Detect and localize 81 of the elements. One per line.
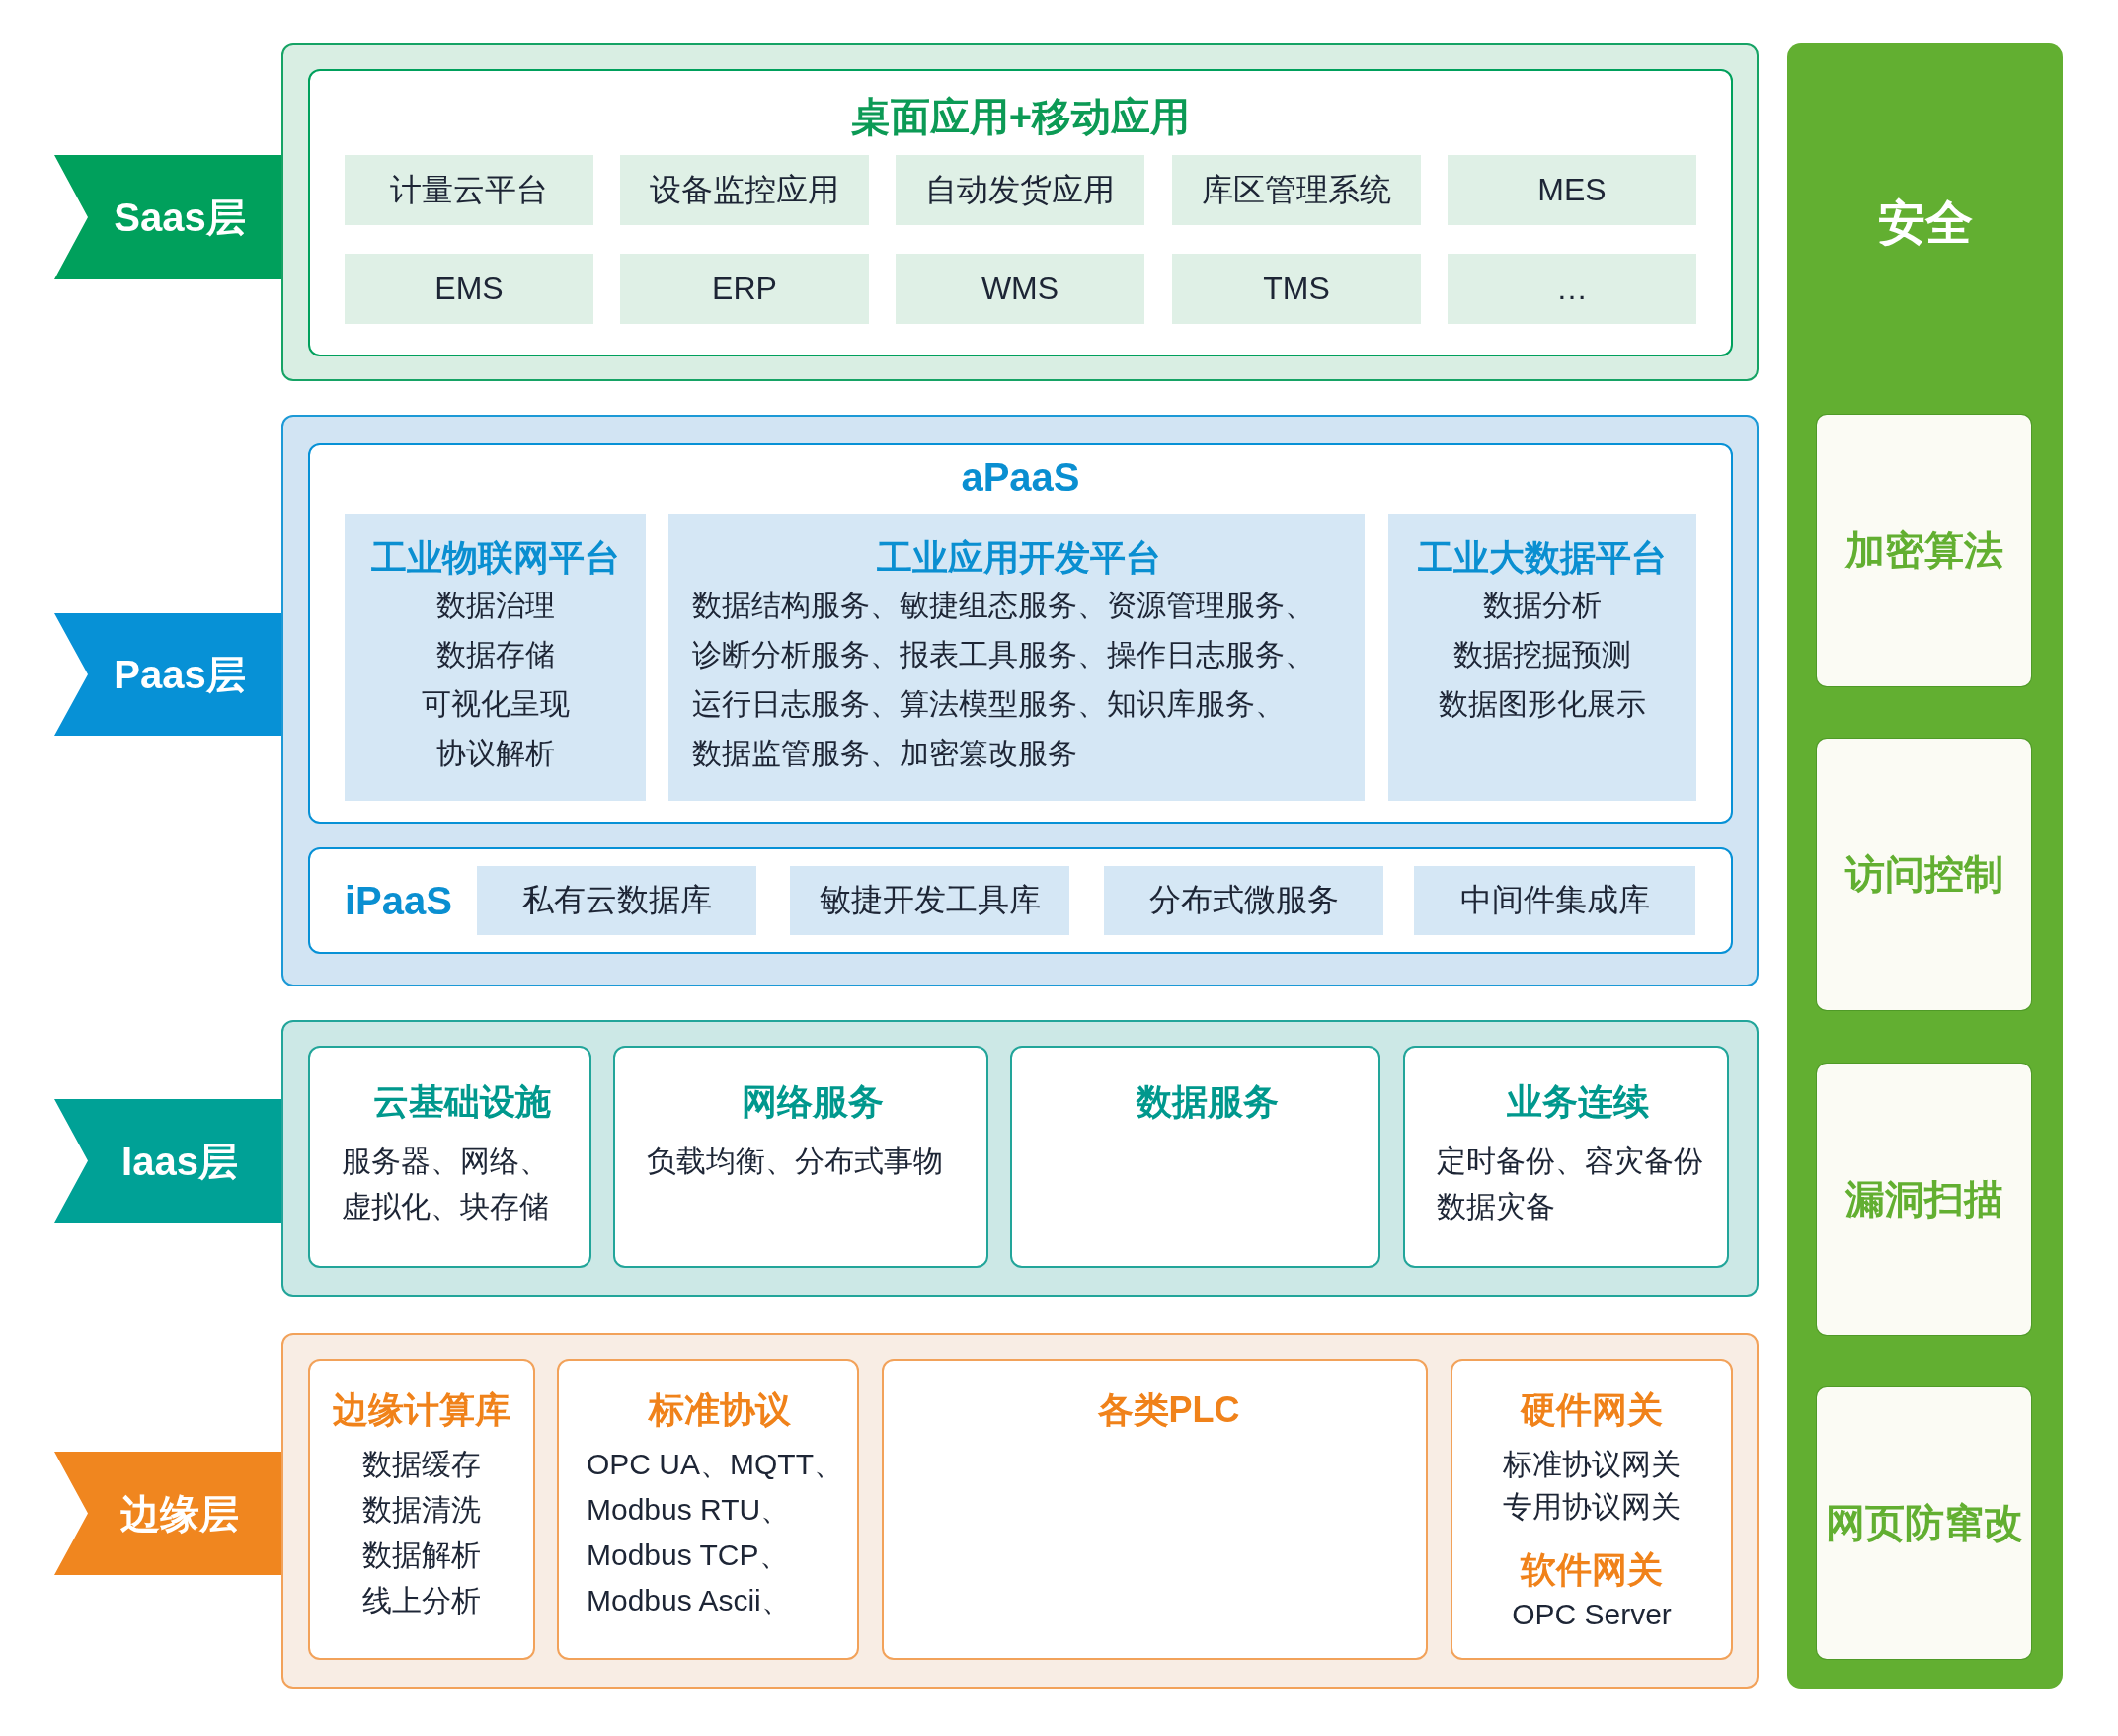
- service-card: [308, 1046, 591, 1268]
- card-text: 数据结构服务、敏捷组态服务、资源管理服务、诊断分析服务、报表工具服务、操作日志服务、运行日志服务、算法模型服务、知识库服务、数据监管服务、加密篡改服务: [692, 588, 1315, 771]
- card-text: 负载均衡、分布式事物: [647, 1144, 943, 1179]
- layer-ribbon: [54, 155, 281, 279]
- service-card: [1451, 1359, 1733, 1660]
- card-text: 标准协议网关: [1503, 1447, 1681, 1482]
- layer-ribbon: [54, 1452, 281, 1575]
- module-tile: 库区管理系统: [1172, 155, 1421, 225]
- content-panel: [308, 847, 1733, 954]
- module-tile: 计量云平台: [345, 155, 593, 225]
- card-text: 定时备份、容灾备份: [1437, 1144, 1703, 1179]
- panel-title: iPaaS: [345, 878, 452, 924]
- security-card: 访问控制: [1817, 739, 2031, 1010]
- module-tile: 敏捷开发工具库: [790, 866, 1069, 935]
- card-title: 数据服务: [1136, 1080, 1279, 1124]
- card-title: 云基础设施: [372, 1080, 551, 1124]
- card-text: 数据治理: [435, 588, 555, 623]
- card-title: 硬件网关: [1521, 1388, 1663, 1432]
- layer-label: Paas层: [114, 652, 246, 698]
- card-title: 网络服务: [742, 1080, 884, 1124]
- content-panel: [308, 443, 1733, 824]
- module-tile: 设备监控应用: [620, 155, 869, 225]
- card-text: OPC UA、MQTT、Modbus RTU、Modbus TCP、Modbus Ascii、: [587, 1447, 844, 1618]
- layer-label: Saas层: [114, 195, 246, 241]
- layer-label: 边缘层: [120, 1490, 239, 1538]
- module-tile: MES: [1448, 155, 1696, 225]
- platform-column: [668, 514, 1365, 801]
- card-title: 工业应用开发平台: [876, 536, 1161, 580]
- module-tile: EMS: [345, 254, 593, 324]
- card-text: 专用协议网关: [1503, 1489, 1681, 1525]
- card-text: 服务器、网络、虚拟化、块存储: [342, 1144, 550, 1224]
- card-title: 边缘计算库: [333, 1388, 510, 1432]
- card-text: 协议解析: [435, 736, 555, 771]
- panel-title: 桌面应用+移动应用: [850, 94, 1191, 140]
- card-title: 工业物联网平台: [370, 536, 620, 580]
- platform-column: [345, 514, 646, 801]
- service-card: [557, 1359, 859, 1660]
- card-text: 数据灾备: [1437, 1189, 1555, 1224]
- module-tile: TMS: [1172, 254, 1421, 324]
- module-tile: …: [1448, 254, 1696, 324]
- layer-panel: [281, 1333, 1759, 1689]
- card-text: 数据缓存: [362, 1447, 481, 1482]
- card-text: 数据图形化展示: [1439, 686, 1646, 722]
- card-title: 各类PLC: [1097, 1388, 1240, 1432]
- card-text: 数据清洗: [362, 1492, 481, 1528]
- module-tile: 自动发货应用: [896, 155, 1144, 225]
- layer-panel: [281, 1020, 1759, 1297]
- panel-title: aPaaS: [961, 454, 1080, 501]
- module-tile: 中间件集成库: [1414, 866, 1695, 935]
- card-text: 数据挖掘预测: [1453, 637, 1631, 672]
- module-tile: 私有云数据库: [477, 866, 756, 935]
- service-card: [882, 1359, 1428, 1660]
- card-text: OPC Server: [1512, 1597, 1672, 1632]
- module-tile: WMS: [896, 254, 1144, 324]
- card-title: 业务连续: [1507, 1080, 1649, 1124]
- card-title: 工业大数据平台: [1418, 536, 1667, 580]
- service-card: [1403, 1046, 1729, 1268]
- service-card: [613, 1046, 988, 1268]
- security-column: [1787, 43, 2063, 1689]
- layer-ribbon: [54, 1099, 281, 1223]
- security-card: 加密算法: [1817, 415, 2031, 686]
- card-text: 数据分析: [1483, 588, 1602, 623]
- column-title: 安全: [1877, 196, 1973, 251]
- layer-ribbon: [54, 613, 281, 736]
- security-card: 漏洞扫描: [1817, 1064, 2031, 1335]
- card-text: 可视化呈现: [421, 686, 570, 722]
- card-text: 数据存储: [435, 637, 555, 672]
- service-card: [308, 1359, 535, 1660]
- card-text: 数据解析: [362, 1538, 481, 1573]
- card-title: 标准协议: [649, 1388, 791, 1432]
- card-text: 线上分析: [362, 1583, 481, 1618]
- module-tile: ERP: [620, 254, 869, 324]
- layer-panel: [281, 415, 1759, 986]
- card-subtitle: 软件网关: [1521, 1548, 1663, 1592]
- platform-column: [1388, 514, 1696, 801]
- module-tile: 分布式微服务: [1104, 866, 1383, 935]
- layer-panel: [281, 43, 1759, 381]
- security-card: 网页防窜改: [1817, 1387, 2031, 1659]
- content-panel: [308, 69, 1733, 356]
- layer-label: Iaas层: [121, 1138, 238, 1185]
- service-card: [1010, 1046, 1380, 1268]
